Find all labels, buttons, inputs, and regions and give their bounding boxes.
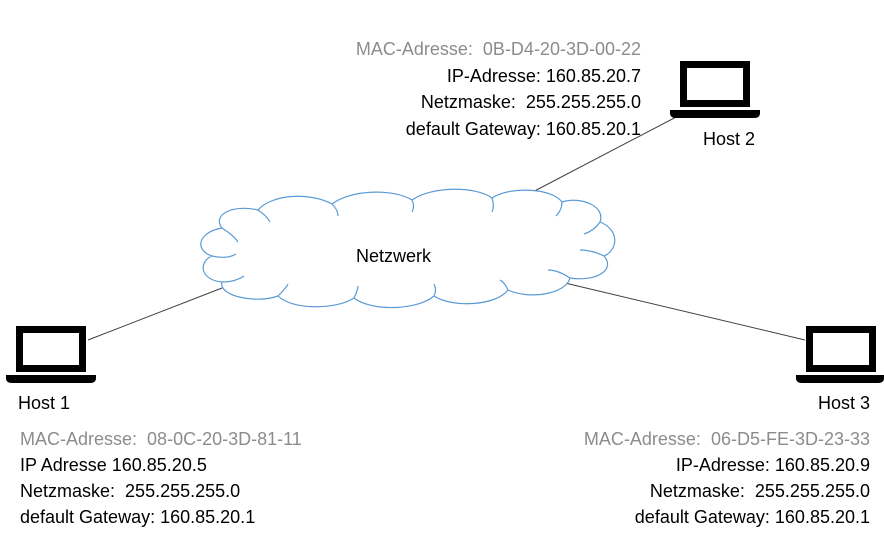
- netmask-label: Netzmaske:: [20, 481, 116, 501]
- host2-mac: MAC-Adresse: 0B-D4-20-3D-00-22: [356, 37, 641, 61]
- netmask-value: 255.255.255.0: [125, 481, 241, 501]
- host1-netmask: Netzmaske: 255.255.255.0: [20, 479, 240, 503]
- gateway-value: 160.85.20.1: [774, 507, 870, 527]
- laptop-icon: [796, 326, 884, 383]
- netmask-label: Netzmaske:: [649, 481, 745, 501]
- host1-mac: MAC-Adresse: 08-0C-20-3D-81-11: [20, 427, 302, 451]
- gateway-label: default Gateway:: [20, 507, 156, 527]
- netmask-value: 255.255.255.0: [525, 92, 641, 112]
- netmask-value: 255.255.255.0: [754, 481, 870, 501]
- link-host2-network: [524, 114, 681, 197]
- mac-value: 06-D5-FE-3D-23-33: [710, 429, 870, 449]
- ip-label: IP-Adresse:: [675, 455, 770, 475]
- host3-name: Host 3: [817, 393, 870, 413]
- laptop-icon: [6, 326, 96, 383]
- laptop-icon: [670, 61, 760, 118]
- link-host3-network: [564, 282, 806, 341]
- host1-name: Host 1: [18, 393, 71, 413]
- host3-netmask: Netzmaske: 255.255.255.0: [650, 479, 870, 503]
- gateway-label: default Gateway:: [405, 119, 541, 139]
- cloud-icon: [200, 188, 616, 309]
- link-host1-network: [87, 287, 223, 341]
- mac-label: MAC-Adresse:: [20, 429, 138, 449]
- host3-ip: IP-Adresse: 160.85.20.9: [676, 453, 870, 477]
- host3-gateway: default Gateway: 160.85.20.1: [635, 505, 870, 529]
- gateway-value: 160.85.20.1: [160, 507, 256, 527]
- gateway-label: default Gateway:: [634, 507, 770, 527]
- mac-label: MAC-Adresse:: [583, 429, 701, 449]
- host2-netmask: Netzmaske: 255.255.255.0: [421, 90, 641, 114]
- ip-value: 160.85.20.9: [774, 455, 870, 475]
- network-label: Netzwerk: [356, 246, 432, 266]
- host2-name: Host 2: [703, 129, 756, 149]
- mac-value: 0B-D4-20-3D-00-22: [482, 39, 641, 59]
- host3-mac: MAC-Adresse: 06-D5-FE-3D-23-33: [584, 427, 870, 451]
- ip-value: 160.85.20.7: [545, 66, 641, 86]
- ip-label: IP Adresse: [20, 455, 107, 475]
- host1-ip: IP Adresse 160.85.20.5: [20, 453, 207, 477]
- ip-value: 160.85.20.5: [111, 455, 207, 475]
- mac-value: 08-0C-20-3D-81-11: [147, 429, 302, 449]
- netmask-label: Netzmaske:: [420, 92, 516, 112]
- ip-label: IP-Adresse:: [446, 66, 541, 86]
- gateway-value: 160.85.20.1: [545, 119, 641, 139]
- host2-gateway: default Gateway: 160.85.20.1: [406, 117, 641, 141]
- host2-ip: IP-Adresse: 160.85.20.7: [447, 64, 641, 88]
- host1-gateway: default Gateway: 160.85.20.1: [20, 505, 255, 529]
- mac-label: MAC-Adresse:: [355, 39, 473, 59]
